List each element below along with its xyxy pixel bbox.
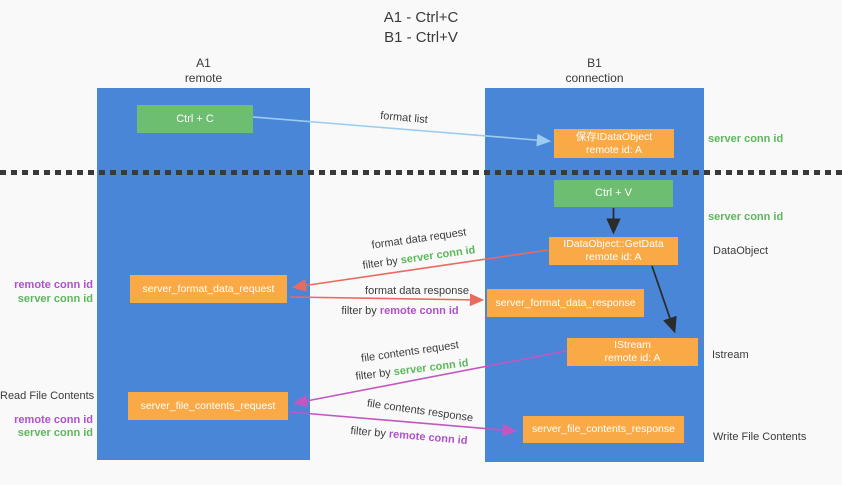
column-header-b1: B1 connection (485, 56, 704, 86)
node-server-format-data-request: server_format_data_request (130, 275, 287, 303)
node-istream: IStream remote id: A (567, 338, 698, 366)
node-save-idataobject-line2: remote id: A (585, 143, 643, 156)
remote-conn-id-key: remote conn id (379, 305, 459, 317)
node-server-format-data-request-label: server_format_data_request (142, 282, 275, 295)
right-label-server-conn-id-mid: server conn id (708, 211, 784, 223)
column-b1-id: B1 (587, 56, 602, 70)
left-label-remote-conn-id-bottom: remote conn id (14, 414, 93, 426)
right-label-server-conn-id-top: server conn id (708, 133, 784, 145)
node-server-file-contents-response-label: server_file_contents_response (531, 423, 675, 435)
server-conn-id-key: server conn id (399, 244, 477, 267)
label-format-list: format list (379, 109, 429, 127)
left-label-server-conn-id-top: server conn id (17, 293, 93, 305)
left-label-remote-conn-id-top: remote conn id (14, 279, 93, 291)
node-idataobject-getdata: IDataObject::GetData remote id: A (549, 237, 678, 265)
title-line-1: A1 - Ctrl+C (383, 9, 459, 26)
page-title: A1 - Ctrl+C B1 - Ctrl+V (0, 8, 842, 48)
filter-by-text: filter by (341, 305, 377, 317)
node-server-format-data-response-label: server_format_data_response (495, 296, 636, 309)
column-a1-id: A1 (196, 56, 211, 70)
arrow-format-data-response (289, 293, 485, 307)
label-file-contents-response: file contents response (366, 397, 474, 425)
node-istream-line2: remote id: A (604, 352, 661, 364)
arrow-file-contents-response (289, 411, 518, 437)
node-ctrl-v: Ctrl + V (554, 180, 673, 207)
node-save-idataobject-line1: 保存IDataObject (575, 130, 653, 143)
phase-separator-dotted-line (0, 170, 842, 175)
label-format-data-response: format data response (365, 285, 469, 297)
node-server-file-contents-request-label: server_file_contents_request (140, 399, 276, 412)
node-ctrl-c-label: Ctrl + C (176, 112, 214, 125)
right-label-istream: Istream (712, 349, 749, 361)
filter-by-text: filter by (354, 366, 392, 383)
node-ctrl-c: Ctrl + C (137, 105, 253, 133)
node-idataobject-getdata-line2: remote id: A (585, 251, 642, 263)
node-ctrl-v-label: Ctrl + V (595, 187, 632, 199)
right-label-dataobject: DataObject (713, 245, 769, 257)
column-b1-role: connection (565, 71, 624, 85)
column-a1-role: remote (184, 71, 223, 85)
node-idataobject-getdata-line1: IDataObject::GetData (563, 238, 664, 250)
node-server-file-contents-request: server_file_contents_request (128, 392, 288, 420)
remote-conn-id-key: remote conn id (388, 428, 468, 448)
filter-by-text: filter by (361, 255, 399, 272)
node-server-format-data-response: server_format_data_response (487, 289, 644, 317)
column-header-a1: A1 remote (97, 56, 310, 86)
right-label-write-file-contents: Write File Contents (713, 431, 807, 443)
filter-by-text: filter by (350, 424, 387, 440)
node-server-file-contents-response: server_file_contents_response (523, 416, 684, 443)
left-label-server-conn-id-bottom: server conn id (17, 427, 93, 439)
server-conn-id-key: server conn id (393, 357, 470, 379)
node-save-idataobject: 保存IDataObject remote id: A (554, 129, 674, 158)
node-istream-line1: IStream (614, 339, 651, 351)
left-label-read-file-contents: Read File Contents (0, 390, 95, 402)
title-line-2: B1 - Ctrl+V (384, 29, 458, 46)
